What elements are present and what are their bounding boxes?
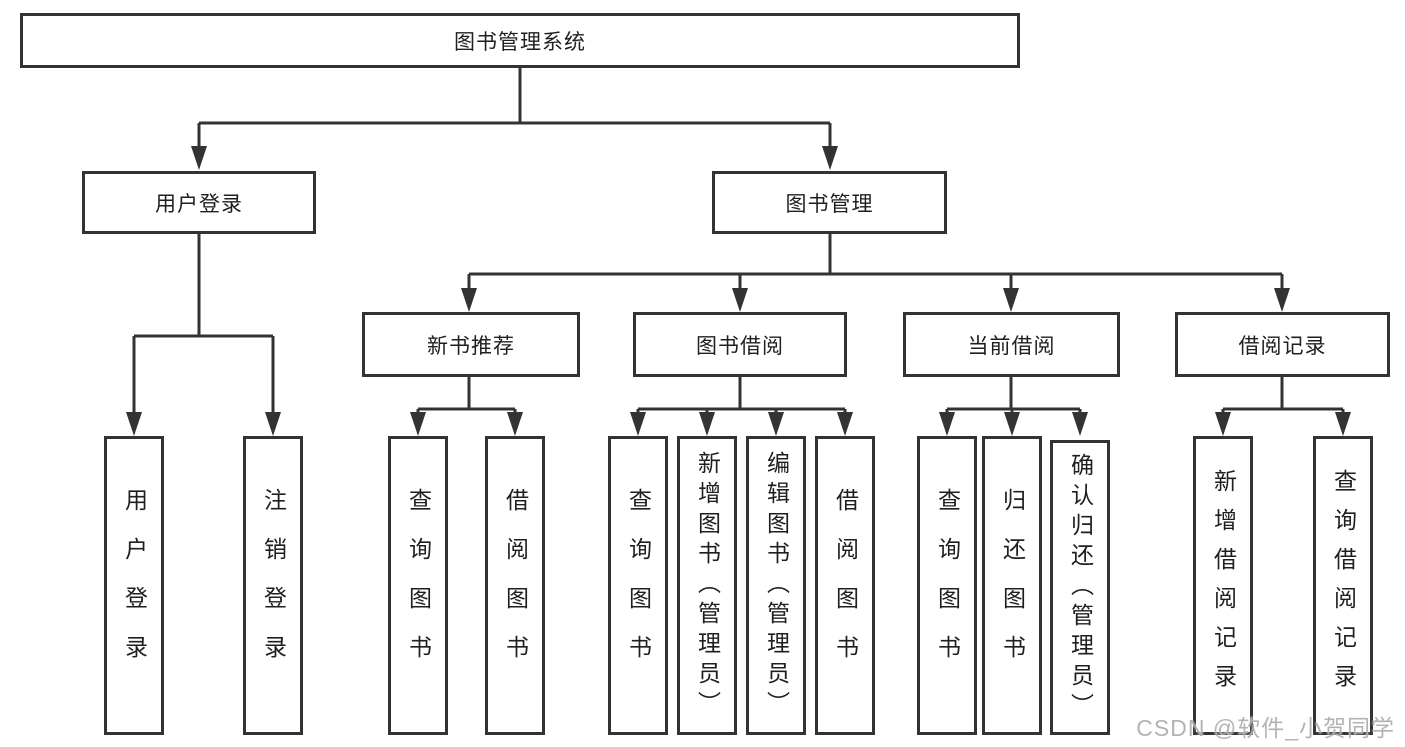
connector-borrowing-children bbox=[636, 377, 847, 413]
connector-records-children bbox=[1221, 377, 1345, 413]
node-label: 当前借阅 bbox=[967, 334, 1056, 358]
arrowhead bbox=[768, 412, 784, 436]
node-leaf-edit-books-admin: 编辑图书（管理员） bbox=[746, 436, 806, 735]
node-system-root: 图书管理系统 bbox=[20, 13, 1020, 68]
node-label: 查询图书 bbox=[405, 487, 432, 684]
arrowhead bbox=[191, 146, 207, 170]
node-label: 用户登录 bbox=[121, 487, 148, 684]
node-label: 借阅图书 bbox=[502, 487, 529, 684]
node-leaf-query-borrow-record: 查询借阅记录 bbox=[1313, 436, 1373, 735]
connector-current-children bbox=[945, 377, 1082, 413]
node-label: 借阅记录 bbox=[1238, 334, 1327, 358]
node-leaf-return-books: 归还图书 bbox=[982, 436, 1042, 735]
arrowhead bbox=[837, 412, 853, 436]
arrowhead bbox=[1274, 288, 1290, 312]
node-leaf-user-login: 用户登录 bbox=[104, 436, 164, 735]
arrowhead bbox=[1335, 412, 1351, 436]
node-leaf-confirm-return-admin: 确认归还（管理员） bbox=[1050, 440, 1110, 735]
arrowhead bbox=[822, 146, 838, 170]
node-new-book-recommend: 新书推荐 bbox=[362, 312, 580, 377]
node-leaf-add-books-admin: 新增图书（管理员） bbox=[677, 436, 737, 735]
node-label: 查询图书 bbox=[934, 487, 961, 684]
node-leaf-borrow-books-1: 借阅图书 bbox=[485, 436, 545, 735]
node-label: 确认归还（管理员） bbox=[1067, 452, 1094, 723]
arrowhead bbox=[630, 412, 646, 436]
node-label: 查询图书 bbox=[625, 487, 652, 684]
arrowhead bbox=[1004, 412, 1020, 436]
node-label: 借阅图书 bbox=[832, 487, 859, 684]
node-user-login-module: 用户登录 bbox=[82, 171, 316, 234]
connector-userlogin-children bbox=[132, 234, 275, 413]
node-borrowing-records: 借阅记录 bbox=[1175, 312, 1390, 377]
node-label: 查询借阅记录 bbox=[1330, 468, 1357, 703]
node-leaf-borrow-books-2: 借阅图书 bbox=[815, 436, 875, 735]
node-label: 图书管理系统 bbox=[454, 30, 586, 54]
node-label: 新增图书（管理员） bbox=[694, 450, 721, 721]
arrowhead bbox=[732, 288, 748, 312]
node-label: 注销登录 bbox=[260, 487, 287, 684]
arrowhead bbox=[126, 412, 142, 436]
node-label: 图书管理 bbox=[785, 192, 874, 216]
arrowhead bbox=[699, 412, 715, 436]
connector-root-to-branches bbox=[197, 68, 832, 147]
arrowhead bbox=[461, 288, 477, 312]
node-leaf-logout: 注销登录 bbox=[243, 436, 303, 735]
node-leaf-query-books-2: 查询图书 bbox=[608, 436, 668, 735]
node-leaf-query-books-3: 查询图书 bbox=[917, 436, 977, 735]
node-label: 归还图书 bbox=[999, 487, 1026, 684]
arrowhead bbox=[939, 412, 955, 436]
node-current-borrowing: 当前借阅 bbox=[903, 312, 1120, 377]
node-leaf-add-borrow-record: 新增借阅记录 bbox=[1193, 436, 1253, 735]
node-label: 图书借阅 bbox=[696, 334, 784, 358]
arrowhead bbox=[410, 412, 426, 436]
node-label: 新增借阅记录 bbox=[1210, 468, 1237, 703]
csdn-watermark: CSDN @软件_小贺同学 bbox=[1136, 715, 1395, 741]
node-book-management-module: 图书管理 bbox=[712, 171, 947, 234]
arrowhead bbox=[265, 412, 281, 436]
node-leaf-query-books-1: 查询图书 bbox=[388, 436, 448, 735]
arrowhead bbox=[1215, 412, 1231, 436]
arrowhead bbox=[507, 412, 523, 436]
connector-newbooks-children bbox=[416, 377, 517, 413]
node-book-borrowing: 图书借阅 bbox=[633, 312, 847, 377]
node-label: 编辑图书（管理员） bbox=[763, 450, 790, 721]
arrowhead bbox=[1003, 288, 1019, 312]
connector-bookmgmt-children bbox=[467, 234, 1284, 289]
arrowhead bbox=[1072, 412, 1088, 436]
node-label: 新书推荐 bbox=[427, 334, 515, 358]
node-label: 用户登录 bbox=[155, 192, 243, 216]
